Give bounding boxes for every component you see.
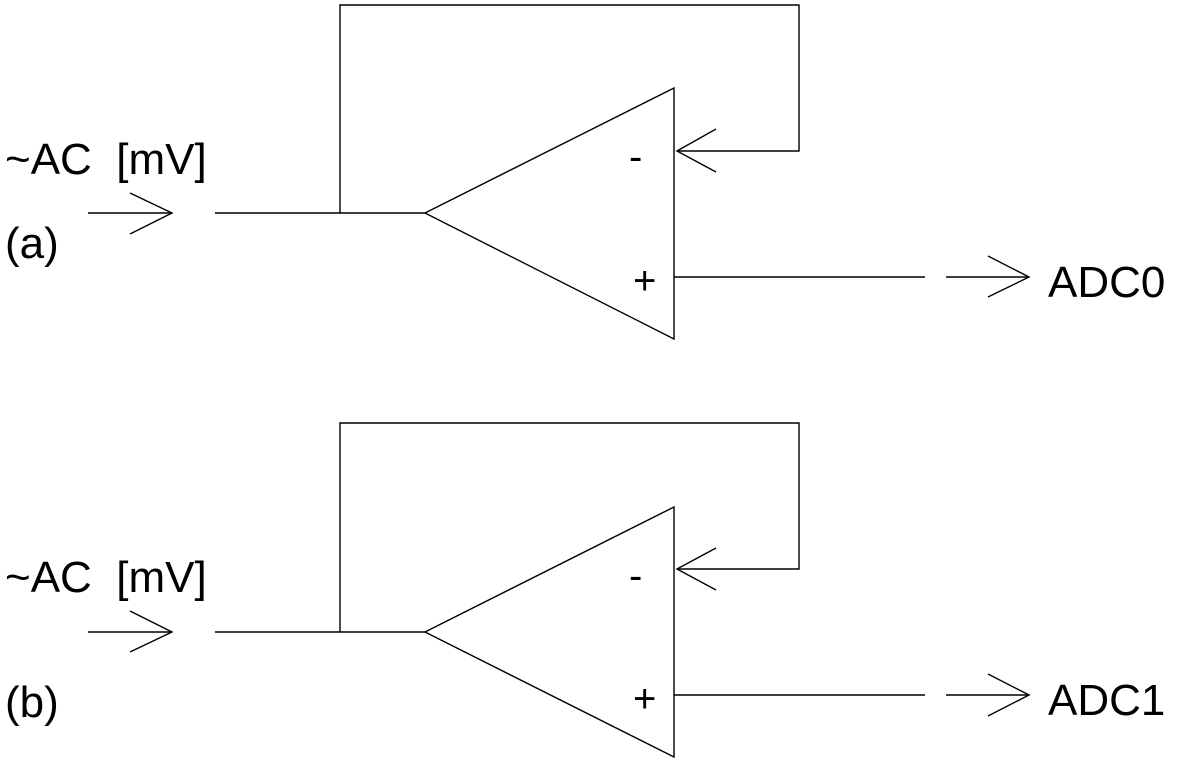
op-amp-triangle-b bbox=[423, 505, 675, 759]
feedback-arrowhead-b bbox=[675, 547, 717, 591]
op-amp-triangle-a bbox=[423, 86, 675, 341]
circuit-tag-a: (a) bbox=[5, 219, 59, 268]
feedback-loop-a bbox=[339, 4, 800, 213]
noninverting-sign-b: + bbox=[633, 677, 656, 721]
feedback-arrowhead-a bbox=[675, 128, 717, 173]
input-label-b: ~AC [mV] bbox=[5, 553, 207, 602]
circuit-a: ~AC [mV] (a) - + ADC0 bbox=[5, 4, 1165, 341]
input-label-a: ~AC [mV] bbox=[5, 135, 207, 184]
input-arrow-b bbox=[88, 610, 174, 653]
inverting-sign-b: - bbox=[629, 554, 642, 598]
output-label-a: ADC0 bbox=[1048, 258, 1165, 307]
noninverting-sign-a: + bbox=[633, 259, 656, 303]
feedback-loop-b bbox=[339, 422, 800, 632]
output-label-b: ADC1 bbox=[1048, 676, 1165, 725]
inverting-sign-a: - bbox=[629, 135, 642, 179]
output-arrow-a bbox=[946, 255, 1031, 298]
circuit-b: ~AC [mV] (b) - + ADC1 bbox=[5, 422, 1165, 759]
input-arrow-a bbox=[88, 192, 174, 235]
circuit-tag-b: (b) bbox=[5, 678, 59, 727]
output-arrow-b bbox=[946, 673, 1031, 717]
